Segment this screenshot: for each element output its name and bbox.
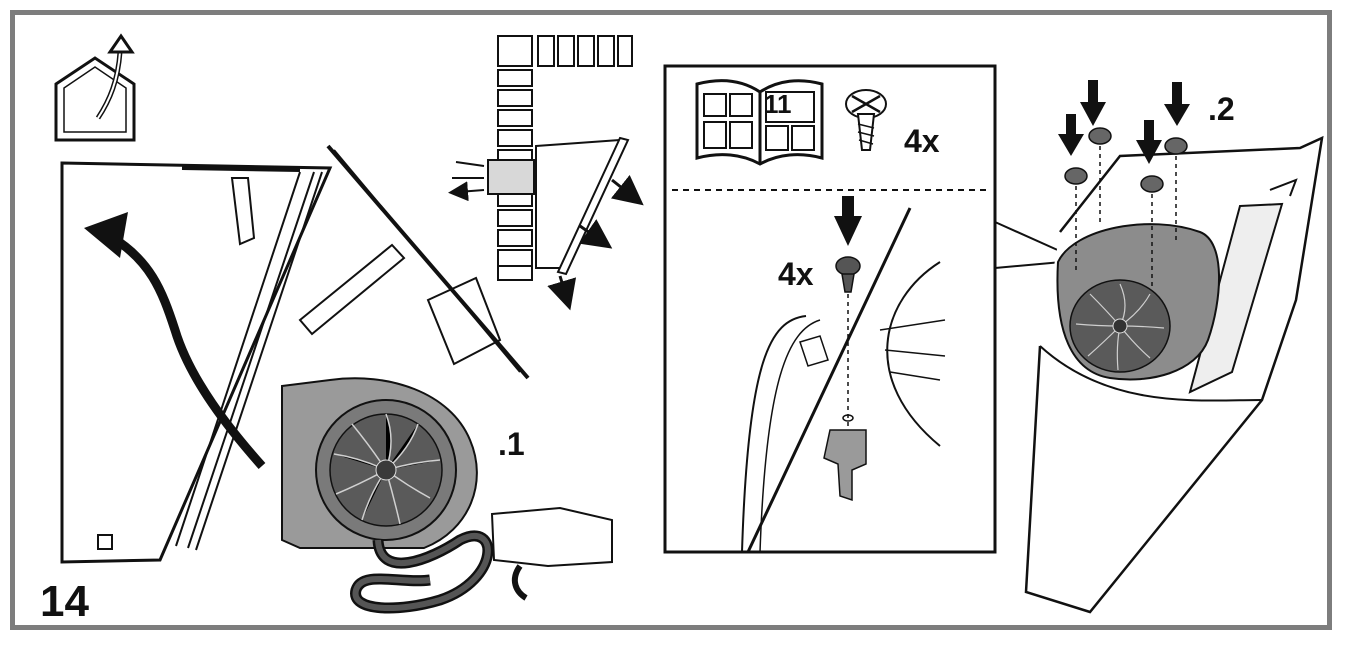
down-arrow-icon [834,196,862,246]
fan-motor-1 [281,377,613,614]
outer-frame [10,10,1332,630]
screw-icon [835,256,861,293]
substep-2-label: .2 [1208,91,1235,127]
screw-count-detail-label: 4x [778,256,814,292]
manual-page-ref: 11 [764,89,792,119]
hood-body [1024,135,1324,614]
right-screws [1058,80,1190,286]
step-number: 14 [40,577,89,626]
substep-1-label: .1 [498,426,525,462]
house-exhaust-icon [54,33,136,142]
detail-box [663,64,1063,554]
manual-book-icon [695,79,824,166]
fan-motor-2 [1056,223,1220,381]
hood-panel-open [60,144,530,564]
brick-wall-icon [452,35,644,311]
screw-count-label: 4x [904,123,940,159]
screw-icon [845,89,887,151]
curved-arrow-icon [84,212,266,469]
